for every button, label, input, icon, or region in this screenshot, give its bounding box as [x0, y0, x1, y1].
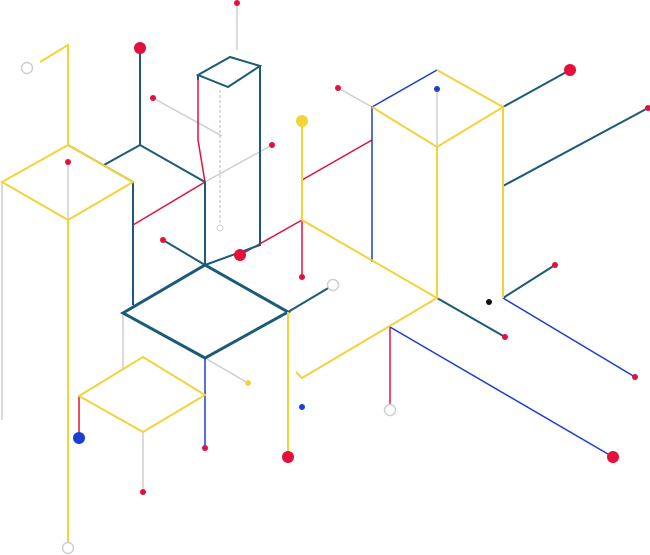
dot — [234, 0, 240, 6]
dot — [326, 278, 340, 292]
dot — [434, 86, 440, 92]
blue-lines — [204, 69, 636, 458]
dot — [486, 299, 492, 305]
dots — [20, 0, 650, 555]
dot — [234, 249, 246, 261]
dot — [335, 85, 341, 91]
dot — [299, 404, 305, 410]
dot — [150, 95, 156, 101]
dot — [202, 445, 208, 451]
dot — [632, 374, 638, 380]
dot — [73, 432, 85, 444]
dot — [65, 159, 71, 165]
dot — [296, 115, 308, 127]
dot — [134, 42, 146, 54]
dot — [269, 142, 275, 148]
dot — [216, 224, 224, 232]
dot — [140, 489, 146, 495]
dot — [245, 380, 251, 386]
gray-lines — [1, 3, 438, 492]
dot — [502, 334, 508, 340]
dot — [160, 237, 166, 243]
dot — [552, 262, 558, 268]
yellow-lines — [0, 43, 505, 548]
dot — [645, 105, 650, 111]
dot — [299, 274, 305, 280]
teal-lines — [67, 48, 649, 360]
dot — [383, 403, 397, 417]
dot — [61, 541, 75, 555]
dot — [20, 61, 34, 75]
dot — [564, 64, 576, 76]
dot — [607, 451, 619, 463]
dot — [282, 451, 294, 463]
